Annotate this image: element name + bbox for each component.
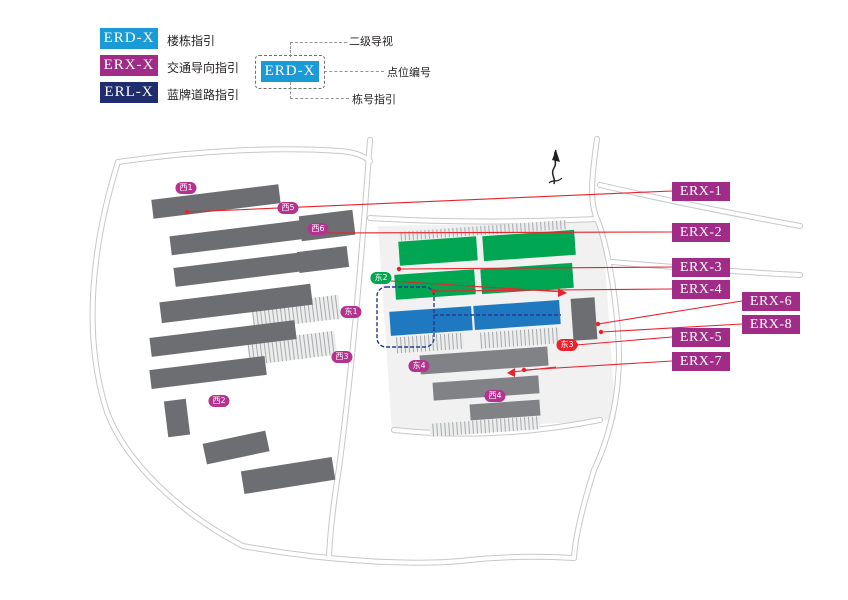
legend-label-erd: 楼栋指引	[167, 34, 216, 48]
callout-annotation-secondary: 二级导视	[349, 35, 393, 48]
right-cluster-buildings	[389, 229, 598, 421]
legend-label-erx: 交通导向指引	[167, 61, 240, 75]
erx-label-6: ERX-6	[742, 292, 800, 311]
traffic-marker-east1: 东1	[340, 306, 362, 318]
erx-label-1: ERX-1	[672, 182, 730, 201]
compass-icon	[548, 149, 563, 185]
traffic-marker-west2: 西2	[208, 395, 230, 407]
traffic-marker-west3: 西3	[331, 351, 353, 363]
callout-connector-bottom	[290, 82, 349, 99]
erx-label-4: ERX-4	[672, 280, 730, 299]
traffic-marker-west1: 西1	[175, 182, 197, 194]
traffic-marker-east2: 东2	[370, 272, 392, 284]
legend-chip-erx: ERX-X	[100, 55, 158, 76]
erx-label-5: ERX-5	[672, 328, 730, 347]
dashed-route	[376, 286, 561, 348]
legend-chip-erd: ERD-X	[100, 28, 158, 49]
traffic-marker-west4: 西4	[484, 390, 506, 402]
callout-annotation-building-number: 栋号指引	[352, 93, 396, 106]
callout-connector-middle	[324, 71, 384, 73]
traffic-marker-east4: 东4	[408, 360, 430, 372]
traffic-marker-west6: 西6	[307, 223, 329, 235]
legend-chip-erl: ERL-X	[100, 82, 158, 103]
legend-label-erl: 蓝牌道路指引	[167, 88, 240, 102]
traffic-marker-west5: 西5	[277, 202, 299, 214]
erx-label-3: ERX-3	[672, 258, 730, 277]
road-network	[90, 137, 802, 565]
callout-annotation-point-number: 点位编号	[387, 66, 431, 79]
erx-label-2: ERX-2	[672, 223, 730, 242]
traffic-marker-east3: 东3	[556, 339, 578, 351]
erx-label-7: ERX-7	[672, 352, 730, 371]
callout-connector-top	[290, 42, 347, 57]
red-leader-lines	[186, 190, 743, 373]
left-cluster-buildings	[149, 184, 356, 495]
erx-label-8: ERX-8	[742, 315, 800, 334]
callout-code-chip: ERD-X	[261, 61, 319, 82]
